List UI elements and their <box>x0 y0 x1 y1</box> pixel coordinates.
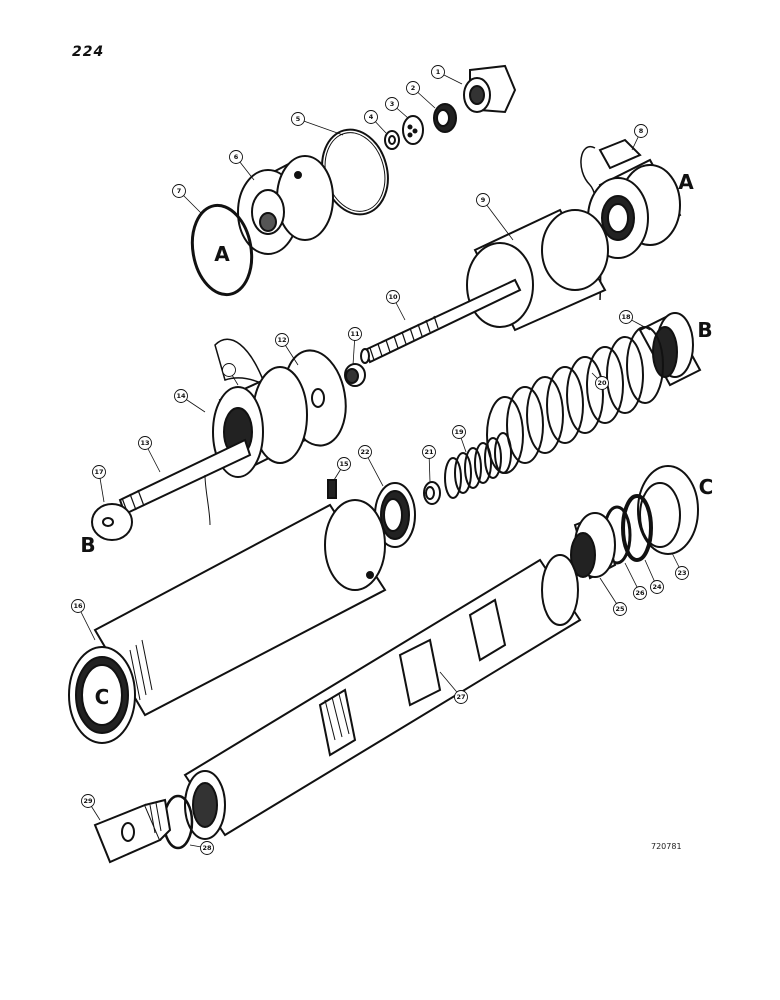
callout-29: 29 <box>83 797 93 805</box>
section-letter-b-washer: B <box>80 533 95 557</box>
callout-23: 23 <box>677 569 686 577</box>
callout-11: 11 <box>350 330 360 338</box>
part-9-sleeve <box>466 208 609 332</box>
callout-21: 21 <box>424 448 434 456</box>
drawing-reference-code: 720781 <box>651 842 682 851</box>
callout-26: 26 <box>635 589 645 597</box>
callout-22: 22 <box>360 448 369 456</box>
part-8-boot <box>580 138 682 301</box>
part-3-disc <box>402 115 424 145</box>
section-letter-a-ring: A <box>214 242 230 266</box>
part-16-cylinder-body <box>68 499 387 744</box>
part-22-seal <box>374 482 416 548</box>
part-2-bushing <box>433 103 457 133</box>
part-29-clevis <box>93 798 172 864</box>
part-17-washer <box>91 503 133 541</box>
callout-18: 18 <box>621 313 631 321</box>
callout-6: 6 <box>234 153 239 161</box>
page-number: 224 <box>72 44 105 60</box>
callout-15: 15 <box>339 460 349 468</box>
callout-5: 5 <box>296 115 301 123</box>
callout-16: 16 <box>73 602 83 610</box>
part-1-fitting <box>463 64 517 114</box>
callout-19: 19 <box>454 428 464 436</box>
part-20-large-spring <box>486 326 664 474</box>
callout-17: 17 <box>94 468 103 476</box>
section-letter-c-body: C <box>95 685 110 709</box>
callout-25: 25 <box>615 605 625 613</box>
part-27-valve-spool <box>183 554 582 840</box>
callout-28: 28 <box>202 844 212 852</box>
section-letter-a-boot: A <box>678 170 694 194</box>
part-4-washer <box>384 130 400 150</box>
part-18-retainer <box>638 312 702 387</box>
callout-20: 20 <box>597 379 607 387</box>
callout-14: 14 <box>176 392 186 400</box>
part-21-ring <box>423 481 441 505</box>
callout-2: 2 <box>411 84 416 92</box>
callout-3: 3 <box>390 100 395 108</box>
callout-10: 10 <box>388 293 398 301</box>
part-13-shaft <box>118 438 252 526</box>
callout-12: 12 <box>277 336 286 344</box>
callout-13: 13 <box>140 439 149 447</box>
callout-9: 9 <box>481 196 486 204</box>
section-letter-c-seal: C <box>699 475 714 499</box>
part-11-bushing <box>344 363 366 387</box>
part-24-o-ring <box>621 494 653 562</box>
part-6-end-cap <box>237 155 334 255</box>
callout-1: 1 <box>436 68 441 76</box>
part-7-o-ring <box>190 203 254 297</box>
callout-27: 27 <box>456 693 465 701</box>
part-25-collar <box>570 512 617 580</box>
callout-7: 7 <box>177 187 182 195</box>
part-15-grease-fitting <box>327 479 337 499</box>
part-10-threaded-rod <box>360 278 522 364</box>
callout-4: 4 <box>369 113 374 121</box>
callout-24: 24 <box>652 583 662 591</box>
section-letter-b-retainer: B <box>697 318 712 342</box>
part-19-small-spring <box>444 432 512 499</box>
callout-8: 8 <box>639 127 644 135</box>
